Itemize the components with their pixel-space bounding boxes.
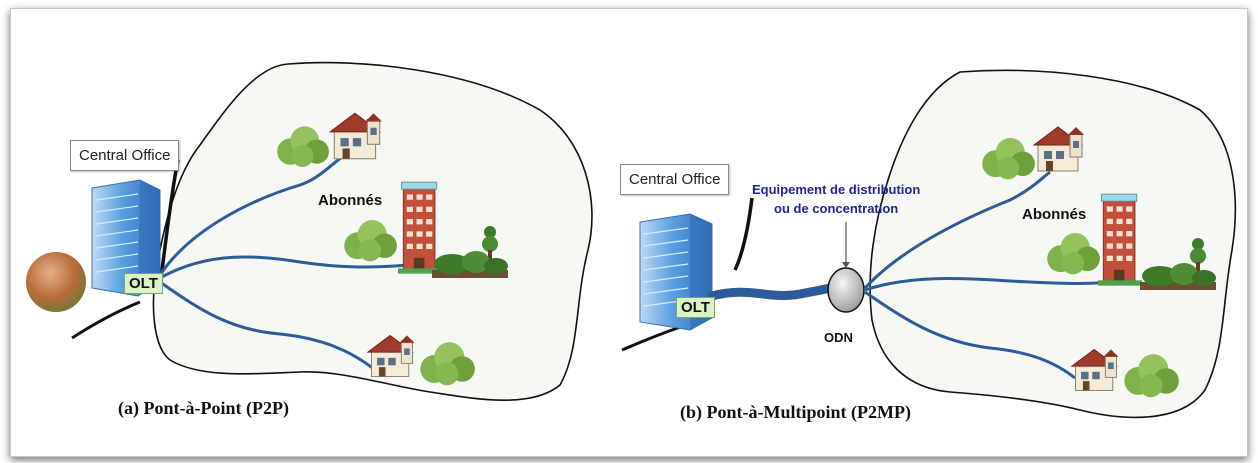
olt-label-right: OLT <box>676 297 715 318</box>
fiber-lines-left <box>158 153 411 372</box>
equipment-label-line2: ou de concentration <box>774 201 899 216</box>
trench-cable-left-bottom <box>71 300 141 340</box>
odn-label: ODN <box>824 330 853 345</box>
central-office-label-left: Central Office <box>70 140 180 171</box>
fiber-lines-right <box>863 170 1111 380</box>
feeder-fiber <box>707 283 835 301</box>
bush-icon <box>26 252 86 312</box>
caption-p2p: (a) Pont-à-Point (P2P) <box>118 398 289 418</box>
subscriber-area-right <box>869 69 1237 419</box>
abonnes-label-left: Abonnés <box>318 192 383 209</box>
trench-cable-right <box>733 197 754 271</box>
equipment-label: Equipement de distribution ou de concent… <box>752 180 920 218</box>
tower-building-icon <box>398 181 442 275</box>
central-office-label-right: Central Office <box>620 164 730 195</box>
olt-label-left: OLT <box>124 273 163 294</box>
caption-p2mp: (b) Pont-à-Multipoint (P2MP) <box>680 402 911 422</box>
abonnes-label-right: Abonnés <box>1022 206 1087 223</box>
arrowhead-icon <box>842 262 850 268</box>
equipment-label-line1: Equipement de distribution <box>752 182 921 197</box>
odn-splitter <box>827 267 865 313</box>
